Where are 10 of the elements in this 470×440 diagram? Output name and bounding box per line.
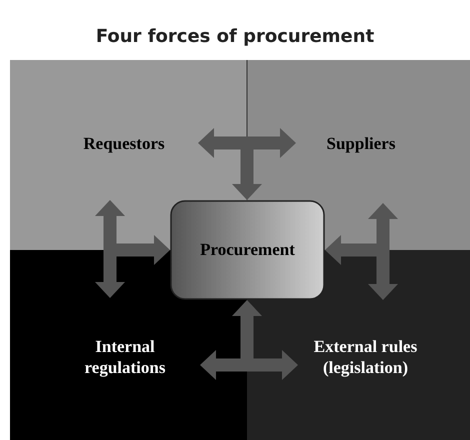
arrow [198,128,296,158]
node-label: External rules (legislation) [312,336,418,378]
arrow [200,350,298,380]
arrow [368,203,398,300]
arrow [95,200,125,298]
node-label: Suppliers [326,133,396,154]
node-label: Requestors [83,133,165,154]
node-label: Internal regulations [84,336,166,378]
node-label: Procurement [200,239,295,261]
diagram-title: Four forces of procurement [94,26,376,47]
